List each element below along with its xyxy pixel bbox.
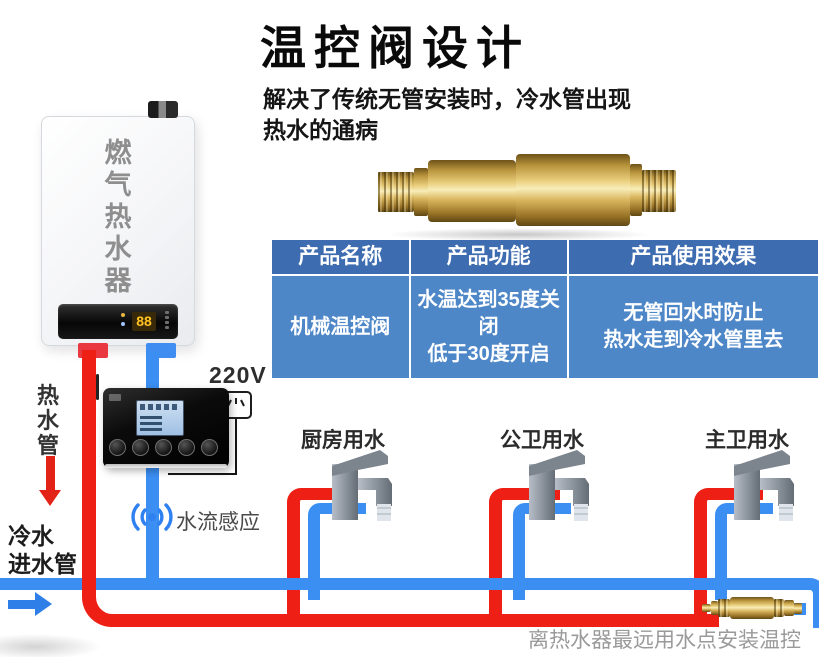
controller-antenna	[96, 374, 99, 400]
panel-indicator-icon	[121, 313, 125, 317]
valve-collar-right	[630, 164, 642, 216]
faucet-icon	[332, 450, 392, 521]
faucet-icon	[529, 450, 589, 521]
wireless-signal-icon	[131, 503, 173, 531]
header-product-function: 产品功能	[408, 240, 567, 274]
header-product-name: 产品名称	[298, 245, 383, 268]
heater-vent	[148, 101, 178, 118]
down-arrow-icon	[39, 456, 61, 508]
hot-pipe-label: 热水管	[36, 383, 59, 458]
voltage-label: 220V	[209, 362, 267, 388]
valve-thread-right	[642, 170, 676, 212]
valve-thread-left	[378, 172, 414, 212]
valve-body-right	[516, 154, 630, 226]
page-title: 温控阀设计	[260, 22, 530, 74]
hot-water-main-pipe	[82, 350, 719, 627]
cell-product-function: 水温达到35度关闭 低于30度开启	[408, 276, 567, 378]
heater-control-panel: 88	[58, 304, 178, 339]
controller-buttons	[109, 439, 224, 456]
subtitle-line-2: 热水的通病	[263, 117, 378, 143]
right-arrow-icon	[8, 592, 52, 617]
cold-water-return-bend	[776, 578, 819, 628]
page-subtitle: 解决了传统无管安装时，冷水管出现 热水的通病	[263, 84, 631, 146]
panel-buttons	[165, 311, 169, 331]
heater-label: 燃 气 热 水 器	[104, 138, 132, 296]
valve-shadow	[384, 228, 652, 241]
panel-indicator-icon	[121, 322, 125, 326]
cold-inlet-label: 冷水 进水管	[8, 523, 77, 577]
power-wire	[168, 473, 237, 475]
wall-controller	[96, 374, 229, 468]
public-bath-tap-label: 公卫用水	[500, 429, 584, 452]
valve-body-left	[428, 160, 516, 222]
master-bath-tap-label: 主卫用水	[705, 429, 789, 452]
controller-logo	[109, 394, 121, 401]
installed-thermostatic-valve	[702, 595, 804, 621]
table-data-row: 机械温控阀 水温达到35度关闭 低于30度开启 无管回水时防止 热水走到冷水管里…	[272, 274, 818, 378]
cell-product-effect: 无管回水时防止 热水走到冷水管里去	[566, 276, 818, 378]
header-product-effect: 产品使用效果	[566, 240, 818, 274]
subtitle-line-1: 解决了传统无管安装时，冷水管出现	[263, 86, 631, 112]
kitchen-tap-label: 厨房用水	[301, 429, 385, 452]
heater-temperature-display: 88	[132, 312, 156, 331]
product-spec-table: 产品名称 产品功能 产品使用效果 机械温控阀 水温达到35度关闭 低于30度开启…	[272, 240, 818, 378]
table-header-row: 产品名称 产品功能 产品使用效果	[272, 240, 818, 274]
gas-water-heater: 燃 气 热 水 器 88	[41, 101, 195, 358]
cold-water-main-pipe	[0, 578, 800, 590]
faucet-icon	[734, 450, 794, 521]
controller-base	[105, 464, 227, 468]
controller-lcd-screen	[136, 400, 184, 436]
cell-product-name: 机械温控阀	[290, 315, 391, 338]
flow-sensor-label: 水流感应	[176, 511, 260, 534]
thermostatic-valve-photo	[372, 146, 678, 242]
install-note: 离热水器最远用水点安装温控阀	[528, 629, 801, 652]
power-wire	[235, 415, 237, 475]
corner-smudge	[0, 634, 100, 657]
valve-collar-left	[414, 168, 428, 216]
